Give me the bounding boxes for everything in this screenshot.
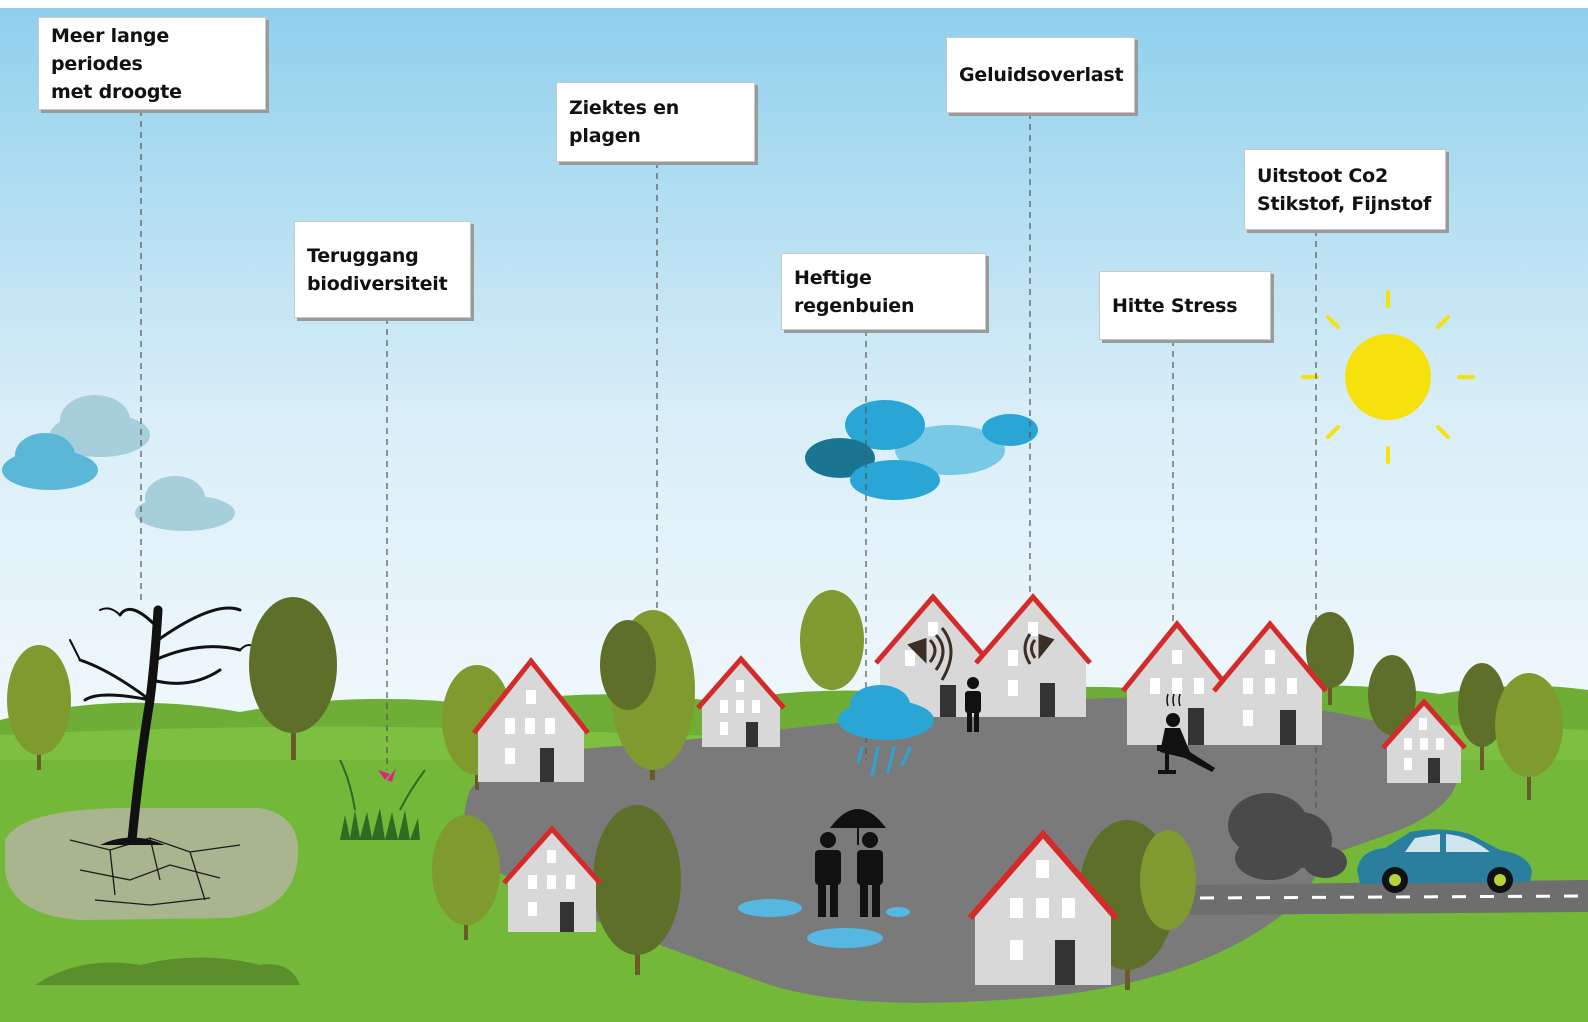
house-7 <box>1381 698 1467 783</box>
car-icon <box>1357 829 1532 893</box>
house-6 <box>1212 620 1328 745</box>
label-emissions: Uitstoot Co2 Stikstof, Fijnstof <box>1244 149 1446 230</box>
label-emissions-text: Uitstoot Co2 Stikstof, Fijnstof <box>1257 164 1432 215</box>
label-biodiversity: Teruggang biodiversiteit <box>294 221 471 318</box>
butterfly-icon <box>378 768 396 782</box>
label-noise-text: Geluidsoverlast <box>959 64 1124 86</box>
label-diseases: Ziektes en plagen <box>556 82 755 162</box>
person-icon <box>965 677 981 732</box>
cracked-soil-icon <box>5 808 299 920</box>
label-diseases-text: Ziektes en plagen <box>569 97 680 147</box>
label-noise: Geluidsoverlast <box>946 37 1135 113</box>
umbrella-people-icon <box>815 809 886 917</box>
label-rain: Heftige regenbuien <box>781 253 986 330</box>
sun-icon <box>1301 290 1475 464</box>
house-5 <box>1121 620 1233 745</box>
label-drought: Meer lange periodes met droogte <box>38 17 266 110</box>
label-biodiversity-text: Teruggang biodiversiteit <box>307 244 448 295</box>
label-rain-text: Heftige regenbuien <box>794 266 915 317</box>
houses <box>472 593 1467 985</box>
heat-person-icon <box>1157 693 1215 774</box>
trees <box>7 590 1563 990</box>
puddles <box>738 899 910 948</box>
clouds-left <box>2 395 235 531</box>
label-heat: Hitte Stress <box>1099 271 1271 340</box>
rain-cloud-icon <box>838 685 934 777</box>
plants <box>35 759 426 985</box>
smoke-icon <box>1228 793 1347 880</box>
speaker-icon <box>907 627 1055 681</box>
house-9 <box>967 829 1119 985</box>
label-heat-text: Hitte Stress <box>1112 294 1238 317</box>
house-2 <box>696 655 786 747</box>
house-1 <box>472 656 590 782</box>
road <box>464 697 1458 1003</box>
clouds-center <box>805 400 1038 500</box>
label-drought-text: Meer lange periodes met droogte <box>51 24 182 103</box>
house-8 <box>502 825 602 932</box>
